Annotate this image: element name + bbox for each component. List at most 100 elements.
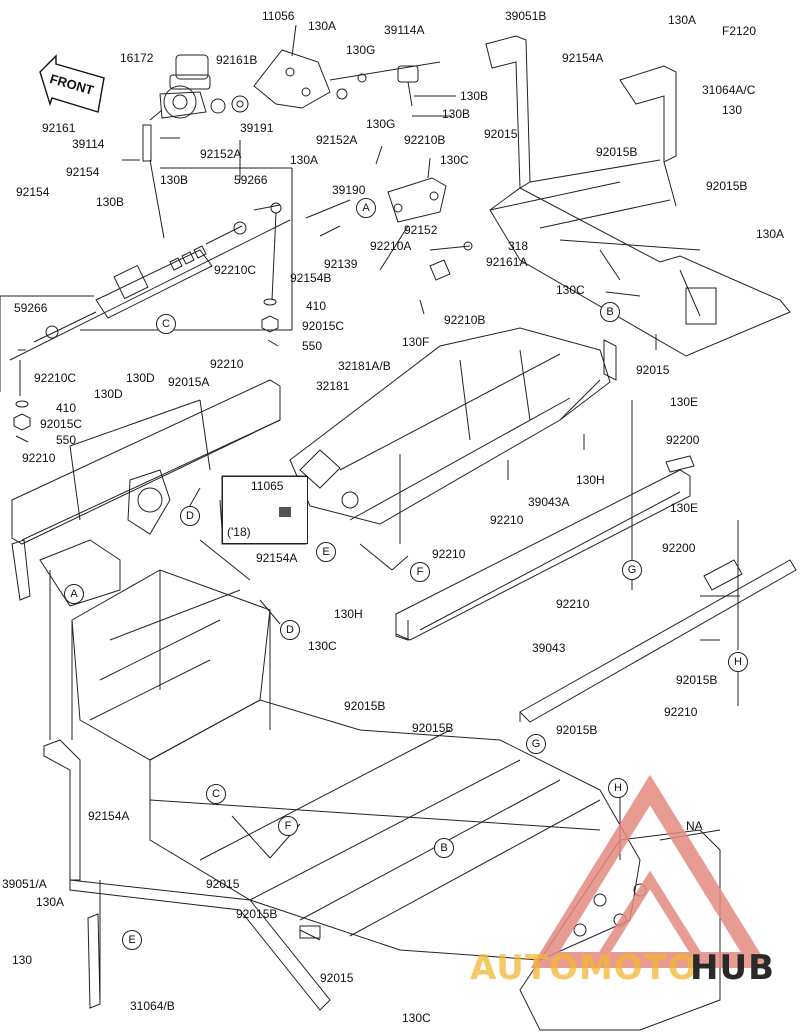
part-130f: 130F (402, 335, 430, 349)
part-92152a: 92152A (200, 147, 242, 161)
callout-c: C (206, 784, 226, 804)
steering-bracket-drawing (305, 145, 473, 315)
part-92210: 92210 (556, 597, 590, 611)
part-92015c: 92015C (302, 319, 345, 333)
part-32181: 32181 (316, 379, 350, 393)
grommet-icon (279, 507, 291, 517)
watermark-triangle (530, 774, 770, 968)
callout-f: F (410, 562, 430, 582)
steering-rack-drawing (0, 140, 293, 443)
part-92015: 92015 (206, 877, 240, 891)
rear-cargo-frame-drawing (485, 35, 791, 357)
part-92154b: 92154B (290, 271, 332, 285)
upper-engine-frame-drawing (289, 327, 617, 544)
part-550: 550 (302, 339, 323, 353)
part-130c: 130C (556, 283, 585, 297)
part-130c: 130C (440, 153, 469, 167)
part-92161: 92161 (42, 121, 76, 135)
part-410: 410 (56, 401, 77, 415)
part-92210: 92210 (490, 513, 524, 527)
watermark-text-main: AUTOMOTO (470, 948, 698, 988)
callout-h: H (608, 778, 628, 798)
part-39043: 39043 (532, 641, 566, 655)
part-39190: 39190 (332, 183, 366, 197)
part-92015: 92015 (484, 127, 518, 141)
part-39043a: 39043A (528, 495, 570, 509)
part-39051-a: 39051/A (2, 877, 47, 891)
part-130d: 130D (94, 387, 123, 401)
part-92154: 92154 (16, 185, 50, 199)
part-92154a: 92154A (256, 551, 298, 565)
part-92015b: 92015B (236, 907, 278, 921)
callout-a: A (64, 584, 84, 604)
watermark-text-hub: HUB (690, 948, 775, 988)
part-130e: 130E (670, 501, 699, 515)
part-92015a: 92015A (168, 375, 210, 389)
part-92015b: 92015B (556, 723, 598, 737)
part-59266: 59266 (14, 301, 48, 315)
part-92210c: 92210C (214, 263, 257, 277)
part-59266: 59266 (234, 173, 268, 187)
callout-h: H (728, 652, 748, 672)
part-550: 550 (56, 433, 77, 447)
part-92200: 92200 (662, 541, 696, 555)
part-130h: 130H (576, 473, 605, 487)
part-39051b: 39051B (505, 9, 547, 23)
part-92015b: 92015B (412, 721, 454, 735)
part-31064a-c: 31064A/C (702, 83, 756, 97)
part-31064-b: 31064/B (130, 999, 175, 1013)
part-130b: 130B (442, 107, 471, 121)
part-92154a: 92154A (88, 809, 130, 823)
part-130h: 130H (334, 607, 363, 621)
bolt-leader-lines (507, 400, 739, 706)
part-130a: 130A (290, 153, 319, 167)
callout-c: C (156, 314, 176, 334)
part-92015b: 92015B (596, 145, 638, 159)
callout-d: D (180, 506, 200, 526)
part-410: 410 (306, 299, 327, 313)
part-92152a: 92152A (316, 133, 358, 147)
part-92210b: 92210B (404, 133, 446, 147)
part-na: NA (686, 819, 703, 833)
part-92154: 92154 (66, 165, 100, 179)
callout-f: F (278, 816, 298, 836)
part-92210: 92210 (210, 357, 244, 371)
part-92210: 92210 (664, 705, 698, 719)
part-130a: 130A (668, 13, 697, 27)
mount-bracket-drawing (253, 24, 456, 117)
callout-g: G (622, 560, 642, 580)
callout-e: E (316, 542, 336, 562)
part-130d: 130D (126, 371, 155, 385)
callout-b: B (434, 838, 454, 858)
part-92154a: 92154A (562, 51, 604, 65)
part-92210: 92210 (432, 547, 466, 561)
callout-b: B (600, 302, 620, 322)
part-92152: 92152 (404, 223, 438, 237)
kit-inset-box: 11065 ('18) (222, 476, 308, 544)
part-92015b: 92015B (706, 179, 748, 193)
part-130g: 130G (366, 117, 396, 131)
part-130b: 130B (96, 195, 125, 209)
part-92015c: 92015C (40, 417, 83, 431)
part-130b: 130B (160, 173, 189, 187)
part-92139: 92139 (324, 257, 358, 271)
part-32181a-b: 32181A/B (338, 359, 391, 373)
part-130c: 130C (402, 1011, 431, 1025)
part-92015: 92015 (636, 363, 670, 377)
callout-a: A (356, 198, 376, 218)
part-92015b: 92015B (676, 673, 718, 687)
part-92200: 92200 (666, 433, 700, 447)
part-130b: 130B (460, 89, 489, 103)
callout-e: E (122, 930, 142, 950)
part-130a: 130A (308, 19, 337, 33)
main-chassis-frame-drawing (43, 569, 641, 1011)
part-11056: 11056 (262, 9, 295, 23)
part-130: 130 (12, 953, 33, 967)
part-92015b: 92015B (344, 699, 386, 713)
part-16172: 16172 (120, 51, 154, 65)
part-92210: 92210 (22, 451, 56, 465)
callout-g: G (526, 734, 546, 754)
part-130g: 130G (346, 43, 376, 57)
part-92015: 92015 (320, 971, 354, 985)
